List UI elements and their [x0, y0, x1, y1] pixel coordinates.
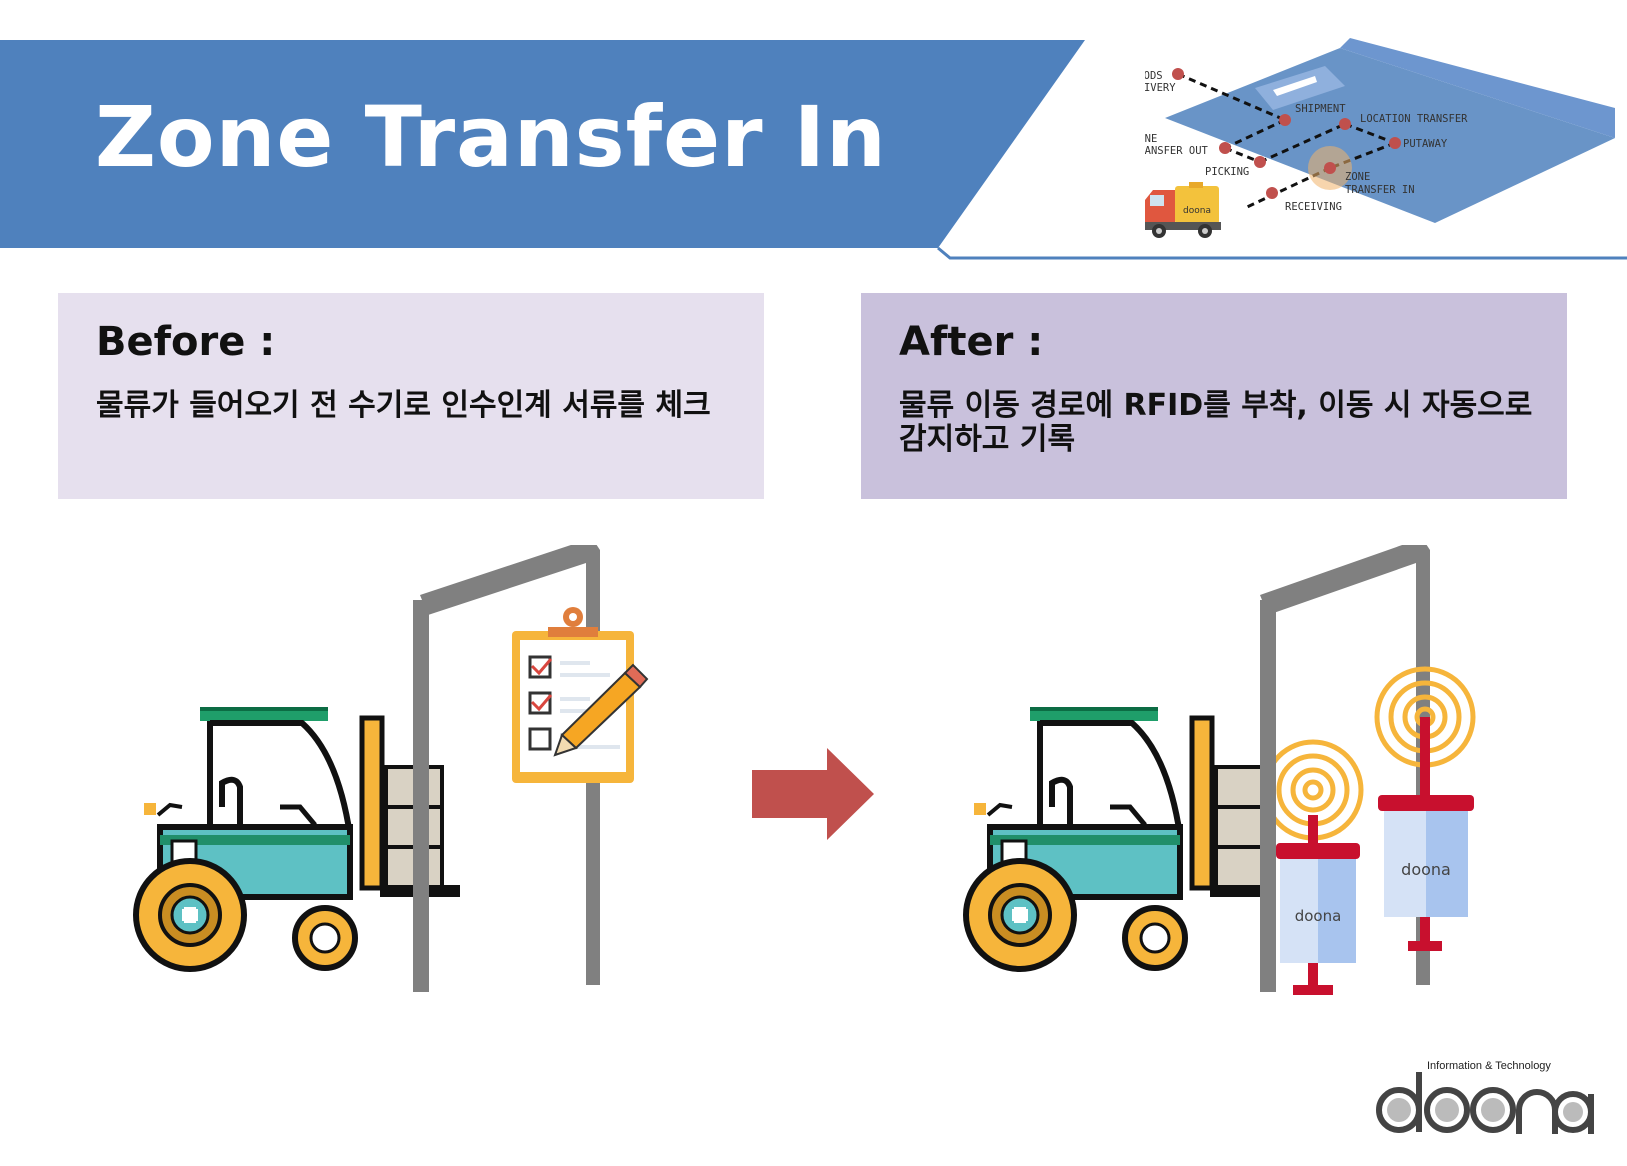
forklift-icon [133, 707, 460, 972]
before-heading: Before : [96, 319, 276, 365]
delivery-truck-icon: doona [1145, 182, 1221, 238]
page-title: Zone Transfer In [95, 88, 887, 186]
logo-wordmark-icon [1376, 1072, 1594, 1134]
rfid-reader-icon: doona [1262, 739, 1364, 995]
before-description: 물류가 들어오기 전 수기로 인수인계 서류를 체크 [96, 388, 711, 423]
node-zone-transfer-in [1324, 162, 1336, 174]
svg-text:TRANSFER OUT: TRANSFER OUT [1145, 145, 1209, 157]
logo-tagline: Information & Technology [1427, 1060, 1551, 1072]
label-shipment: SHIPMENT [1295, 103, 1346, 115]
node-putaway [1389, 137, 1401, 149]
after-illustration: doona doona [963, 545, 1476, 995]
warehouse-floor [1165, 48, 1615, 223]
after-panel: After : 물류 이동 경로에 RFID를 부착, 이동 시 자동으로 감지… [861, 293, 1567, 499]
svg-text:doona: doona [1183, 206, 1211, 216]
right-arrow-icon [752, 748, 874, 840]
label-receiving: RECEIVING [1285, 201, 1342, 213]
node-goods-delivery [1172, 68, 1184, 80]
before-panel: Before : 물류가 들어오기 전 수기로 인수인계 서류를 체크 [58, 293, 764, 499]
label-putaway: PUTAWAY [1403, 138, 1448, 150]
svg-text:doona: doona [1295, 907, 1342, 925]
node-shipment [1279, 114, 1291, 126]
label-location-transfer: LOCATION TRANSFER [1360, 113, 1468, 125]
label-picking: PICKING [1205, 166, 1249, 178]
forklift-icon [963, 707, 1274, 972]
before-illustration [133, 545, 649, 992]
pencil-icon [553, 663, 649, 757]
svg-text:doona: doona [1401, 860, 1451, 879]
doona-logo: Information & Technology [1375, 1058, 1595, 1138]
process-flow-diagram: GOODS DELIVERY SHIPMENT LOCATION TRANSFE… [1145, 38, 1615, 238]
label-zone-transfer-out: ZONE [1145, 133, 1157, 145]
svg-text:TRANSFER IN: TRANSFER IN [1345, 184, 1415, 196]
after-heading: After : [899, 319, 1044, 365]
header-banner [0, 40, 1627, 260]
node-zone-transfer-out [1219, 142, 1231, 154]
rfid-reader-icon: doona [1374, 666, 1476, 951]
after-description: 물류 이동 경로에 RFID를 부착, 이동 시 자동으로 감지하고 기록 [899, 388, 1533, 457]
node-receiving [1266, 187, 1278, 199]
label-goods-delivery: GOODS [1145, 70, 1163, 82]
node-picking [1254, 156, 1266, 168]
node-location-transfer [1339, 118, 1351, 130]
label-zone-transfer-in: ZONE [1345, 171, 1370, 183]
svg-text:DELIVERY: DELIVERY [1145, 82, 1176, 94]
